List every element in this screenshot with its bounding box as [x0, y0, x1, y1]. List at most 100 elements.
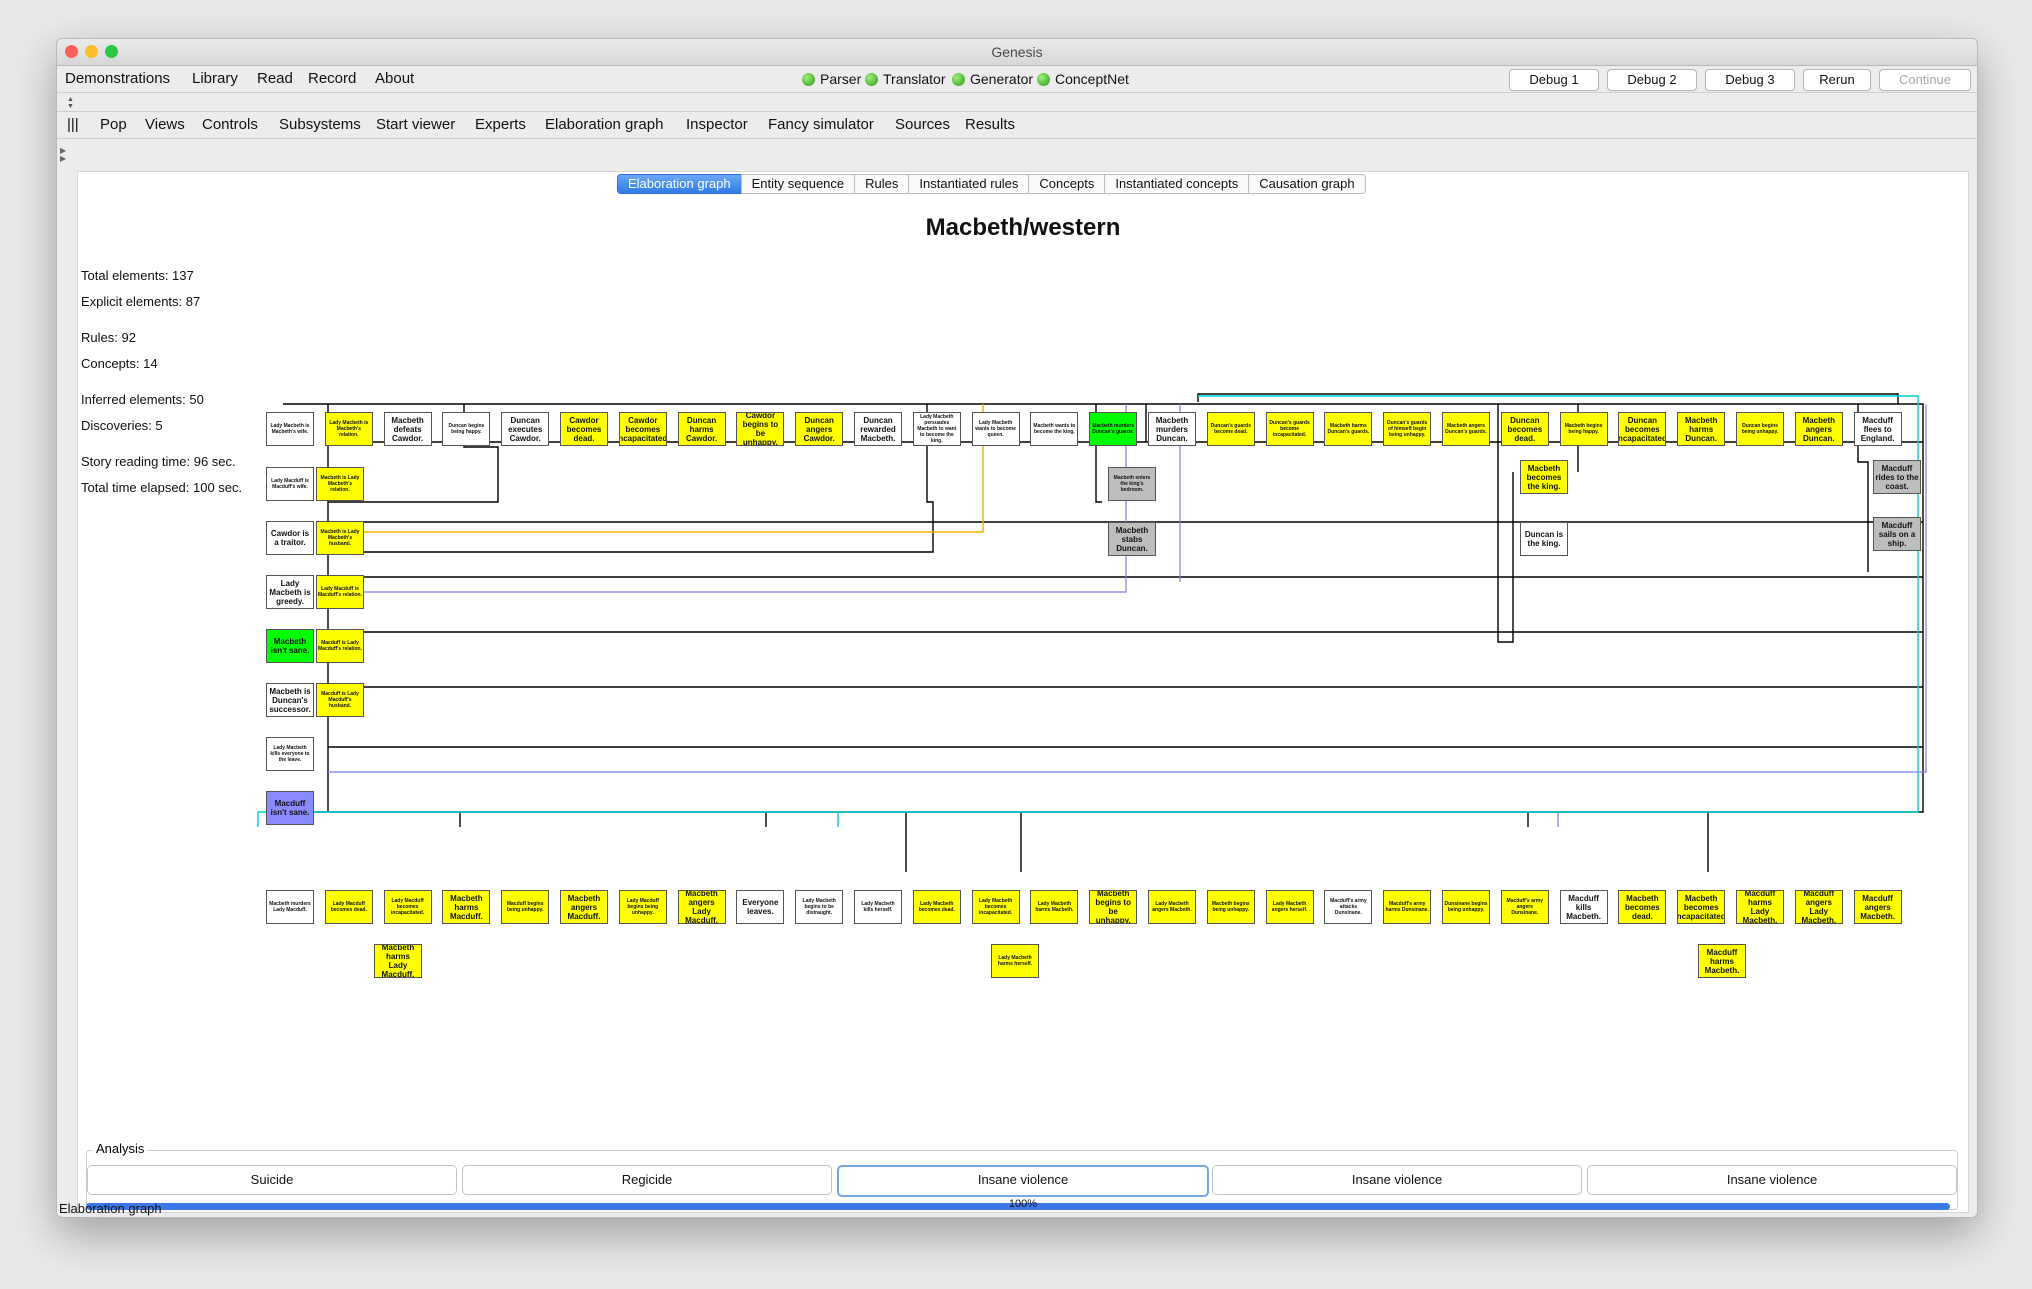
tab-elaboration-graph[interactable]: Elaboration graph — [617, 174, 741, 194]
analysis-regicide-button[interactable]: Regicide — [462, 1165, 832, 1195]
nodes_top-node[interactable]: Macbeth murders Duncan's guards. — [1089, 412, 1138, 446]
tab-entity-sequence[interactable]: Entity sequence — [740, 174, 855, 194]
analysis-insane-violence-button-3[interactable]: Insane violence — [1587, 1165, 1957, 1195]
nodes_bottom-node[interactable]: Macbeth begins to be unhappy. — [1089, 890, 1138, 924]
nodes_top-node[interactable]: Macbeth begins being happy. — [1559, 412, 1608, 446]
analysis-insane-violence-button-1[interactable]: Insane violence — [837, 1165, 1209, 1197]
nodes_top-node[interactable]: Lady Macbeth wants to become queen. — [971, 412, 1020, 446]
nodes_left-node[interactable]: Cawdor is a traitor. — [266, 521, 314, 555]
nodes_misc-node[interactable]: Macbeth becomes the king. — [1520, 460, 1568, 494]
nodes_bottom-node[interactable]: Macduff kills Macbeth. — [1559, 890, 1608, 924]
menu-library[interactable]: Library — [192, 70, 238, 87]
nodes_bottom2-node[interactable]: Macduff harms Macbeth. — [1698, 944, 1746, 978]
debug-1-button[interactable]: Debug 1 — [1509, 69, 1599, 91]
nodes_bottom-node[interactable]: Lady Macbeth becomes incapacitated. — [971, 890, 1020, 924]
nodes_misc-node[interactable]: Macbeth enters the king's bedroom. — [1108, 467, 1156, 501]
nodes_top-node[interactable]: Macbeth wants to become the king. — [1030, 412, 1079, 446]
menu-read[interactable]: Read — [257, 70, 293, 87]
splitter-arrows-icon[interactable]: ▲▼ — [67, 96, 74, 110]
nodes_bottom-node[interactable]: Macbeth becomes dead. — [1618, 890, 1667, 924]
nodes_top-node[interactable]: Cawdor becomes incapacitated. — [618, 412, 667, 446]
nodes_top-node[interactable]: Duncan harms Cawdor. — [677, 412, 726, 446]
view-menu-results[interactable]: Results — [965, 116, 1016, 133]
nodes_top-node[interactable]: Duncan angers Cawdor. — [795, 412, 844, 446]
nodes_bottom-node[interactable]: Macduff's army angers Dunsinane. — [1500, 890, 1549, 924]
view-menu-pop[interactable]: Pop — [100, 116, 127, 133]
nodes_bottom-node[interactable]: Macbeth murders Lady Macduff. — [266, 890, 314, 924]
nodes_left-node[interactable]: Macbeth isn't sane. — [266, 629, 314, 663]
continue-button[interactable]: Continue — [1879, 69, 1971, 91]
nodes_bottom-node[interactable]: Macbeth angers Macduff. — [560, 890, 608, 924]
side-arrows-icon[interactable]: ▶▶ — [60, 146, 67, 163]
view-menu-experts[interactable]: Experts — [475, 116, 526, 133]
menu-record[interactable]: Record — [308, 70, 357, 87]
view-menu-sources[interactable]: Sources — [895, 116, 951, 133]
nodes_bottom-node[interactable]: Macbeth begins being unhappy. — [1206, 890, 1255, 924]
nodes_bottom-node[interactable]: Dunsinane begins being unhappy. — [1442, 890, 1490, 924]
nodes_top-node[interactable]: Duncan's guards become dead. — [1206, 412, 1255, 446]
nodes_top-node[interactable]: Macbeth harms Duncan's guards. — [1324, 412, 1373, 446]
nodes_bottom-node[interactable]: Lady Macduff begins being unhappy. — [618, 890, 667, 924]
nodes_top-node[interactable]: Lady Macbeth is Macbeth's wife. — [266, 412, 314, 446]
nodes_top-node[interactable]: Lady Macbeth is Macbeth's relation. — [324, 412, 373, 446]
nodes_bottom-node[interactable]: Lady Macbeth begins to be distraught. — [795, 890, 844, 924]
nodes_top-node[interactable]: Duncan's guards of himself begin being u… — [1383, 412, 1432, 446]
nodes_bottom-node[interactable]: Lady Macbeth angers herself. — [1265, 890, 1314, 924]
nodes_bottom-node[interactable]: Lady Macbeth angers Macbeth. — [1148, 890, 1196, 924]
menu-demonstrations[interactable]: Demonstrations — [65, 70, 171, 87]
nodes_top-node[interactable]: Macbeth angers Duncan. — [1794, 412, 1843, 446]
nodes_col2-node[interactable]: Lady Macduff is Macduff's relation. — [316, 575, 364, 609]
nodes_bottom-node[interactable]: Macbeth angers Lady Macduff. — [677, 890, 726, 924]
tab-instantiated-rules[interactable]: Instantiated rules — [908, 174, 1029, 194]
nodes_top-node[interactable]: Macduff flees to England. — [1853, 412, 1902, 446]
view-menu-inspector[interactable]: Inspector — [686, 116, 748, 133]
nodes_left-node[interactable]: Macduff isn't sane. — [266, 791, 314, 825]
analysis-insane-violence-button-2[interactable]: Insane violence — [1212, 1165, 1582, 1195]
nodes_top-node[interactable]: Duncan rewarded Macbeth. — [854, 412, 902, 446]
zoom-window-icon[interactable] — [105, 45, 118, 58]
splitter[interactable]: ▲▼ — [57, 93, 1977, 112]
tab-rules[interactable]: Rules — [854, 174, 909, 194]
nodes_left-node[interactable]: Lady Macbeth is greedy. — [266, 575, 314, 609]
nodes_col2-node[interactable]: Macbeth is Lady Macbeth's relation. — [316, 467, 364, 501]
nodes_top-node[interactable]: Macbeth murders Duncan. — [1148, 412, 1196, 446]
nodes_bottom2-node[interactable]: Macbeth harms Lady Macduff. — [374, 944, 422, 978]
nodes_top-node[interactable]: Duncan begins being happy. — [442, 412, 491, 446]
tab-concepts[interactable]: Concepts — [1028, 174, 1105, 194]
nodes_bottom-node[interactable]: Macduff angers Lady Macbeth. — [1794, 890, 1843, 924]
nodes_bottom2-node[interactable]: Lady Macbeth harms herself. — [991, 944, 1039, 978]
view-menu-controls[interactable]: Controls — [202, 116, 258, 133]
view-menu-start-viewer[interactable]: Start viewer — [376, 116, 456, 133]
nodes_bottom-node[interactable]: Macbeth becomes incapacitated. — [1677, 890, 1726, 924]
nodes_bottom-node[interactable]: Lady Macduff becomes dead. — [324, 890, 373, 924]
nodes_top-node[interactable]: Macbeth angers Duncan's guards. — [1442, 412, 1490, 446]
nodes_top-node[interactable]: Lady Macbeth persuades Macbeth to want t… — [912, 412, 961, 446]
tab-causation-graph[interactable]: Causation graph — [1248, 174, 1366, 194]
nodes_top-node[interactable]: Duncan becomes dead. — [1500, 412, 1549, 446]
debug-3-button[interactable]: Debug 3 — [1705, 69, 1795, 91]
rerun-button[interactable]: Rerun — [1803, 69, 1871, 91]
menu-about[interactable]: About — [375, 70, 415, 87]
nodes_top-node[interactable]: Duncan begins being unhappy. — [1736, 412, 1784, 446]
nodes_bottom-node[interactable]: Lady Macbeth harms Macbeth. — [1030, 890, 1079, 924]
nodes_bottom-node[interactable]: Everyone leaves. — [736, 890, 785, 924]
nodes_col2-node[interactable]: Macbeth is Lady Macbeth's husband. — [316, 521, 364, 555]
nodes_misc-node[interactable]: Macduff rides to the coast. — [1873, 460, 1921, 494]
nodes_left-node[interactable]: Lady Macduff is Macduff's wife. — [266, 467, 314, 501]
nodes_left-node[interactable]: Macbeth is Duncan's successor. — [266, 683, 314, 717]
nodes_top-node[interactable]: Duncan executes Cawdor. — [501, 412, 550, 446]
analysis-suicide-button[interactable]: Suicide — [87, 1165, 457, 1195]
nodes_top-node[interactable]: Duncan's guards become incapacitated. — [1265, 412, 1314, 446]
view-menu-fancy-simulator[interactable]: Fancy simulator — [768, 116, 874, 133]
view-menu-handle[interactable]: ||| — [67, 116, 79, 133]
nodes_bottom-node[interactable]: Macduff's army harms Dunsinane. — [1383, 890, 1432, 924]
view-menu-subsystems[interactable]: Subsystems — [279, 116, 361, 133]
nodes_misc-node[interactable]: Duncan is the king. — [1520, 522, 1568, 556]
nodes_bottom-node[interactable]: Lady Macduff becomes incapacitated. — [383, 890, 432, 924]
nodes_bottom-node[interactable]: Macduff's army attacks Dunsinane. — [1324, 890, 1373, 924]
nodes_col2-node[interactable]: Macduff is Lady Macduff's relation. — [316, 629, 364, 663]
view-menu-views[interactable]: Views — [145, 116, 185, 133]
nodes_bottom-node[interactable]: Macduff angers Macbeth. — [1853, 890, 1902, 924]
nodes_bottom-node[interactable]: Lady Macbeth becomes dead. — [912, 890, 961, 924]
nodes_bottom-node[interactable]: Macbeth harms Macduff. — [442, 890, 491, 924]
